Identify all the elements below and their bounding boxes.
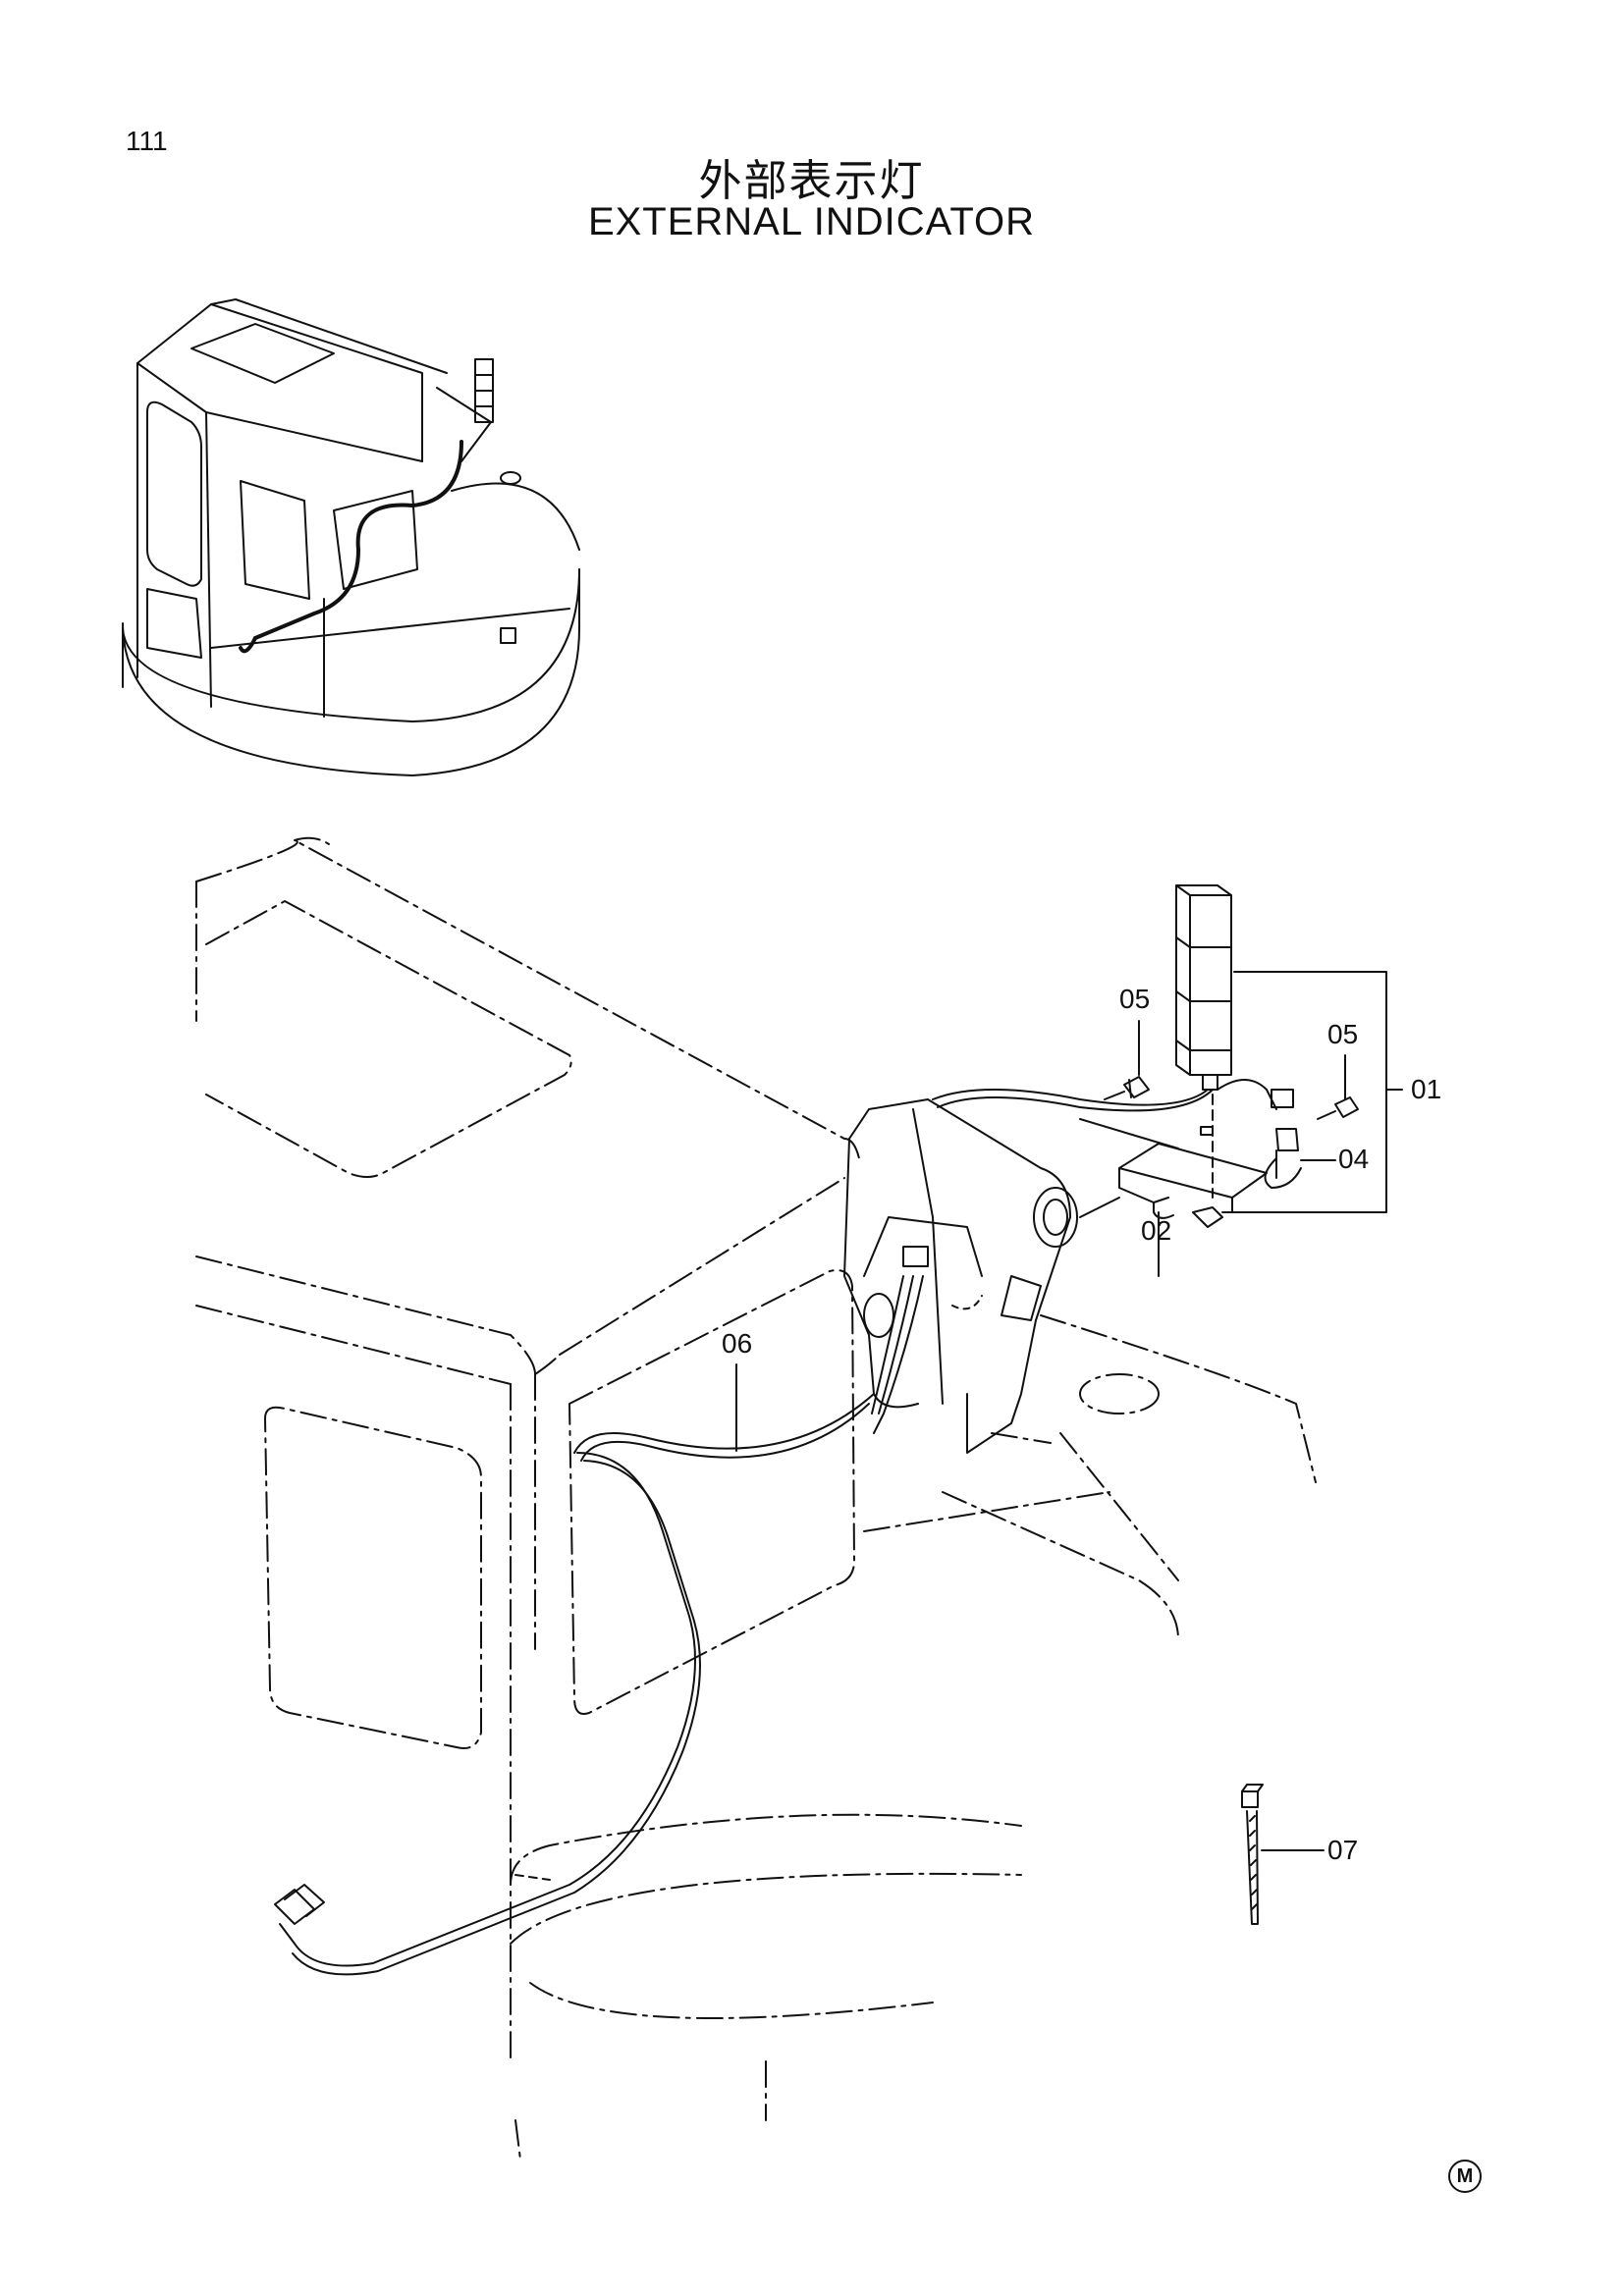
callout-06: 06	[722, 1328, 752, 1359]
callout-05-right: 05	[1327, 1019, 1358, 1049]
overview-machine	[122, 298, 580, 776]
callout-02: 02	[1141, 1215, 1171, 1246]
leader-01	[1221, 971, 1387, 1213]
indicator-lamp	[932, 884, 1359, 1228]
corner-mark-badge: M	[1448, 2160, 1482, 2193]
title-english: EXTERNAL INDICATOR	[587, 200, 1036, 243]
main-cab	[195, 836, 1317, 2161]
callout-05-left: 05	[1119, 984, 1150, 1014]
callout-04: 04	[1338, 1144, 1369, 1174]
page-number: 111	[126, 126, 168, 156]
mounting-bracket	[843, 1098, 1078, 1454]
cable-tie	[1241, 1784, 1264, 1925]
leader-lines	[735, 971, 1403, 1851]
harness-06	[274, 1393, 875, 1976]
callout-07: 07	[1327, 1835, 1358, 1865]
title-japanese: 外部表示灯	[698, 156, 925, 206]
callout-01: 01	[1411, 1074, 1441, 1104]
